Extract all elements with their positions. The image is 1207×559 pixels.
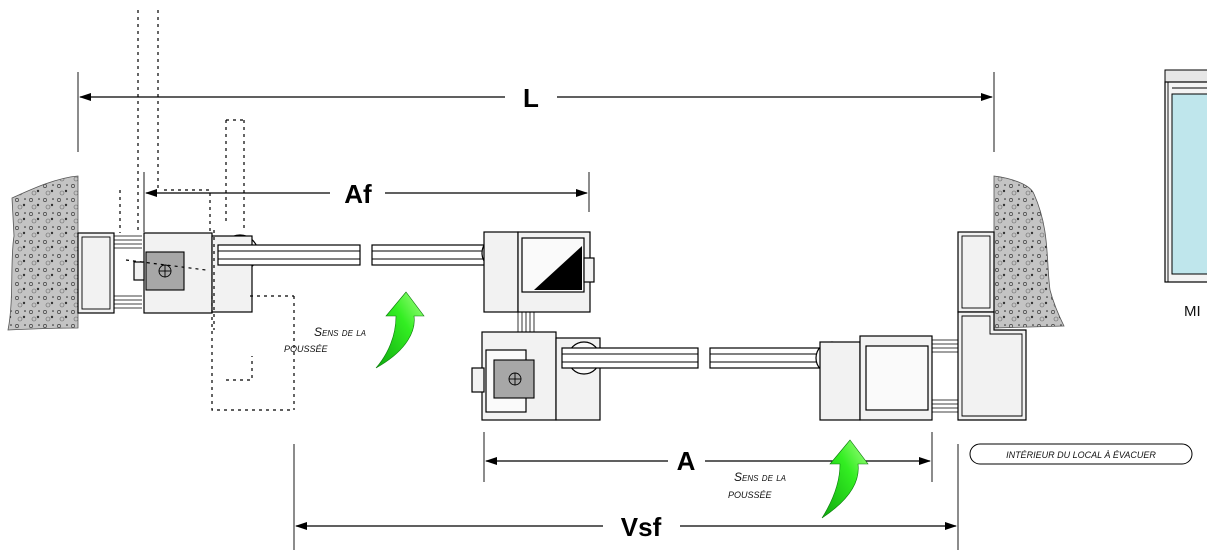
push-arrow-icon-2 <box>821 439 869 519</box>
right-frame-assembly <box>932 231 1027 421</box>
push-direction-2-line2: poussée <box>728 490 773 500</box>
interior-label-box: Intérieur du local à évacuer <box>969 443 1193 465</box>
left-spring-connectors <box>114 235 142 309</box>
push-direction-1-line2: poussée <box>284 344 329 354</box>
door-elevation-view: MI <box>1164 69 1207 320</box>
dimension-l: L <box>77 72 995 152</box>
dimension-af-label: Af <box>344 179 372 209</box>
right-wall <box>993 175 1065 329</box>
interior-label: Intérieur du local à évacuer <box>1006 450 1156 460</box>
dimension-vsf-label: Vsf <box>621 512 662 542</box>
dimension-af: Af <box>143 172 590 232</box>
push-direction-1-line1: Sens de la <box>314 325 366 339</box>
left-lock-cylinder <box>145 251 185 291</box>
push-direction-2-line1: Sens de la <box>734 470 786 484</box>
cut-label: MI <box>1184 303 1201 320</box>
left-leaf-lock-mark <box>534 246 582 290</box>
dimension-vsf: Vsf <box>293 444 959 550</box>
left-wall <box>7 175 79 331</box>
right-door-leaf <box>471 331 933 421</box>
dimension-l-label: L <box>523 83 539 113</box>
glass-panel <box>1171 93 1207 275</box>
open-position-outlines <box>119 10 295 411</box>
push-arrow-icon-1 <box>375 291 425 369</box>
middle-connector <box>517 312 535 332</box>
dimension-a-label: A <box>677 446 696 476</box>
left-door-leaf <box>217 231 595 313</box>
dimension-a: A <box>483 432 933 482</box>
